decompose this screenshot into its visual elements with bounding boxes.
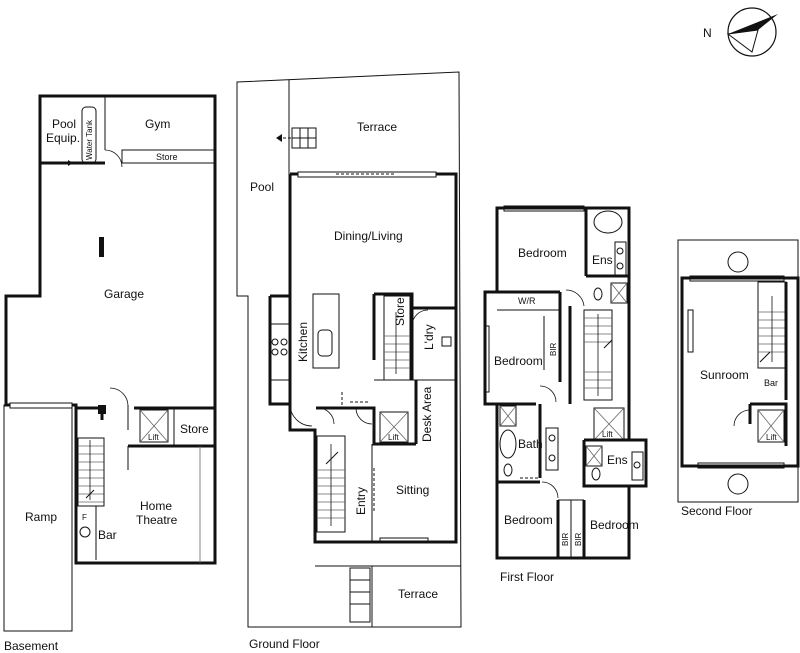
basement-bar-sink xyxy=(79,526,91,538)
dining-living-label: Dining/Living xyxy=(334,229,403,243)
gym-label: Gym xyxy=(145,117,170,131)
desk-area-label: Desk Area xyxy=(420,386,434,442)
kitchen-island xyxy=(312,293,340,369)
kitchen-label: Kitchen xyxy=(296,322,310,362)
basement-caption: Basement xyxy=(4,639,59,653)
kitchen-sink xyxy=(317,329,333,357)
ground-floor-caption: Ground Floor xyxy=(249,637,320,651)
bir-b1-label: BIR xyxy=(561,532,570,546)
ground-stairs-lower xyxy=(316,435,346,533)
pool-label: Pool xyxy=(250,180,274,194)
basement-lift xyxy=(139,409,169,443)
gym-store-label: Store xyxy=(156,152,178,162)
gym-store xyxy=(121,149,215,164)
ensuite-bath xyxy=(593,210,623,234)
bedroom-bl-label: Bedroom xyxy=(504,513,553,527)
compass-ring xyxy=(727,7,777,57)
bath-label: Bath xyxy=(518,437,543,451)
first-stairs xyxy=(583,309,613,401)
kitchen-bench xyxy=(269,323,291,381)
first-floor-plan: Bedroom Ens W/R Bedroom BIR Bath Lift En… xyxy=(483,205,648,584)
svg-text:Theatre: Theatre xyxy=(136,513,178,527)
compass-north-label: N xyxy=(703,26,712,40)
garage-label: Garage xyxy=(104,287,144,301)
wr-label: W/R xyxy=(518,296,536,306)
sitting-label: Sitting xyxy=(396,483,429,497)
basement-bar-label: Bar xyxy=(98,528,117,542)
water-tank-label: Water Tank xyxy=(85,119,94,160)
second-outer-wall xyxy=(680,276,800,468)
entry-steps xyxy=(349,567,371,623)
f-label: F xyxy=(82,513,87,522)
laundry-label: L'dry xyxy=(422,324,436,350)
bir-b2-label: BIR xyxy=(574,532,583,546)
bedroom-mid-label: Bedroom xyxy=(494,354,543,368)
compass-needle-icon xyxy=(728,14,778,34)
second-bar-label: Bar xyxy=(764,378,778,388)
terrace-bottom-label: Terrace xyxy=(398,587,438,601)
ground-floor-plan: Terrace Pool Dining/Living Kitchen Store… xyxy=(236,71,462,651)
terrace-top-label: Terrace xyxy=(357,120,397,134)
first-lift-label: Lift xyxy=(602,430,613,439)
svg-text:Equip.: Equip. xyxy=(46,131,80,145)
ground-store-label: Store xyxy=(393,297,407,326)
second-lift-label: Lift xyxy=(766,433,777,442)
bath-tub xyxy=(499,429,517,459)
ens-bottom-label: Ens xyxy=(607,453,628,467)
ramp-label: Ramp xyxy=(25,510,57,524)
home-theatre-label: Home xyxy=(140,499,172,513)
second-lift xyxy=(757,409,785,443)
garage-column xyxy=(99,237,104,257)
ens-top-label: Ens xyxy=(592,253,613,267)
basement-store-label: Store xyxy=(180,422,209,436)
skylight-bottom xyxy=(727,473,749,495)
water-tank-rect xyxy=(81,106,97,164)
ground-site-boundary xyxy=(236,71,462,628)
skylight-top xyxy=(727,251,749,273)
basement-lift-label: Lift xyxy=(148,433,159,442)
bedroom-br-label: Bedroom xyxy=(590,518,639,532)
ground-lift-label: Lift xyxy=(388,433,399,442)
basement-outer-wall xyxy=(4,94,217,565)
pool-equip-label: Pool xyxy=(52,117,76,131)
second-floor-plan: Sunroom Bar Lift Second Floor xyxy=(677,239,800,518)
basement-plan: Pool Equip. Water Tank Gym Store Garage … xyxy=(3,94,217,653)
ground-outer-wall xyxy=(288,172,458,544)
first-outer-wall xyxy=(483,206,648,560)
second-floor-caption: Second Floor xyxy=(681,504,752,518)
ground-lift xyxy=(379,411,409,443)
compass: N xyxy=(703,7,778,57)
bir-mid-label: BIR xyxy=(549,342,558,356)
bedroom-top-label: Bedroom xyxy=(518,246,567,260)
entry-label: Entry xyxy=(354,487,368,515)
first-floor-caption: First Floor xyxy=(500,570,554,584)
sunroom-label: Sunroom xyxy=(700,368,749,382)
basement-stairs xyxy=(77,437,105,507)
